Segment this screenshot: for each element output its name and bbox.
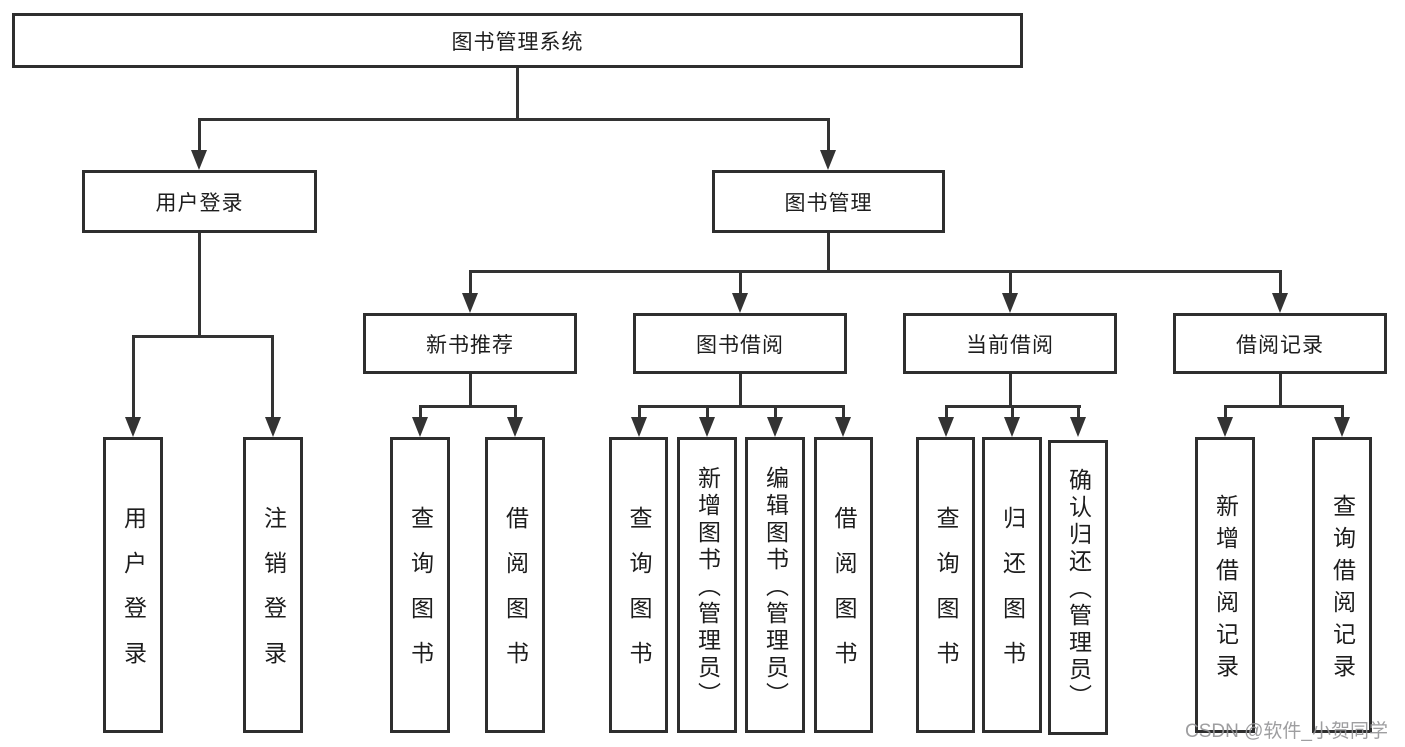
arrow-down-icon xyxy=(412,417,428,437)
arrow-down-icon xyxy=(732,293,748,313)
leaf-borrow-book-label: 借阅图书 xyxy=(831,506,857,686)
leaf-borrow-query-label: 查询图书 xyxy=(626,506,652,686)
node-user-login-label: 用户登录 xyxy=(155,191,244,215)
leaf-current-query-label: 查询图书 xyxy=(933,506,959,686)
connector-line xyxy=(1011,405,1014,419)
arrow-down-icon xyxy=(820,150,836,170)
node-current-borrow-label: 当前借阅 xyxy=(966,333,1054,357)
arrow-down-icon xyxy=(1004,417,1020,437)
connector-line xyxy=(945,405,948,419)
leaf-newbooks-query-label: 查询图书 xyxy=(407,506,434,686)
csdn-watermark: CSDN @软件_小贺同学 xyxy=(1185,721,1388,742)
node-new-books-label: 新书推荐 xyxy=(426,333,514,357)
connector-line xyxy=(132,335,274,338)
leaf-borrow-edit-admin: 编辑图书（管理员） xyxy=(745,437,805,733)
arrow-down-icon xyxy=(1272,293,1288,313)
leaf-newbooks-borrow: 借阅图书 xyxy=(485,437,545,733)
leaf-record-add-label: 新增借阅记录 xyxy=(1212,493,1239,686)
node-root-label: 图书管理系统 xyxy=(451,30,584,54)
leaf-newbooks-borrow-label: 借阅图书 xyxy=(502,506,529,686)
connector-line xyxy=(638,405,641,419)
node-user-login: 用户登录 xyxy=(82,170,317,233)
leaf-confirm-return-admin-label: 确认归还（管理员） xyxy=(1065,468,1092,711)
leaf-borrow-book: 借阅图书 xyxy=(814,437,873,733)
leaf-record-add: 新增借阅记录 xyxy=(1195,437,1255,733)
leaf-borrow-add-admin: 新增图书（管理员） xyxy=(677,437,737,733)
connector-line xyxy=(198,233,201,338)
arrow-down-icon xyxy=(767,417,783,437)
connector-line xyxy=(198,118,829,121)
arrow-down-icon xyxy=(1070,417,1086,437)
arrow-down-icon xyxy=(1217,417,1233,437)
connector-line xyxy=(469,270,1281,273)
leaf-confirm-return-admin: 确认归还（管理员） xyxy=(1048,440,1108,735)
connector-line xyxy=(469,374,472,408)
arrow-down-icon xyxy=(1002,293,1018,313)
connector-line xyxy=(739,270,742,295)
connector-line xyxy=(419,405,422,419)
leaf-logout: 注销登录 xyxy=(243,437,303,733)
arrow-down-icon xyxy=(938,417,954,437)
leaf-user-login-label: 用户登录 xyxy=(120,506,147,686)
connector-line xyxy=(1224,405,1344,408)
node-current-borrow: 当前借阅 xyxy=(903,313,1117,374)
connector-line xyxy=(1341,405,1344,419)
connector-line xyxy=(739,374,742,408)
leaf-borrow-query: 查询图书 xyxy=(609,437,668,733)
connector-line xyxy=(132,335,135,419)
arrow-down-icon xyxy=(462,293,478,313)
node-book-manage-label: 图书管理 xyxy=(784,191,873,215)
connector-line xyxy=(1077,405,1080,419)
connector-line xyxy=(514,405,517,419)
connector-line xyxy=(638,405,845,408)
leaf-return-book-label: 归还图书 xyxy=(999,506,1026,686)
arrow-down-icon xyxy=(631,417,647,437)
node-borrow-records: 借阅记录 xyxy=(1173,313,1387,374)
leaf-borrow-edit-admin-label: 编辑图书（管理员） xyxy=(762,465,789,709)
connector-line xyxy=(827,233,830,273)
node-book-manage: 图书管理 xyxy=(712,170,945,233)
leaf-record-query-label: 查询借阅记录 xyxy=(1329,493,1356,686)
connector-line xyxy=(842,405,845,419)
node-book-borrow: 图书借阅 xyxy=(633,313,847,374)
connector-line xyxy=(1009,270,1012,295)
connector-line xyxy=(198,118,201,152)
connector-line xyxy=(1009,374,1012,408)
connector-line xyxy=(271,335,274,419)
arrow-down-icon xyxy=(507,417,523,437)
leaf-user-login: 用户登录 xyxy=(103,437,163,733)
node-new-books: 新书推荐 xyxy=(363,313,577,374)
node-root: 图书管理系统 xyxy=(12,13,1023,68)
leaf-return-book: 归还图书 xyxy=(982,437,1042,733)
connector-line xyxy=(827,118,830,152)
connector-line xyxy=(1224,405,1227,419)
node-book-borrow-label: 图书借阅 xyxy=(696,333,784,357)
arrow-down-icon xyxy=(835,417,851,437)
connector-line xyxy=(516,68,519,121)
arrow-down-icon xyxy=(125,417,141,437)
leaf-current-query: 查询图书 xyxy=(916,437,975,733)
arrow-down-icon xyxy=(265,417,281,437)
arrow-down-icon xyxy=(191,150,207,170)
leaf-logout-label: 注销登录 xyxy=(260,506,287,686)
connector-line xyxy=(469,270,472,295)
arrow-down-icon xyxy=(1334,417,1350,437)
leaf-newbooks-query: 查询图书 xyxy=(390,437,450,733)
connector-line xyxy=(774,405,777,419)
connector-line xyxy=(1279,270,1282,295)
arrow-down-icon xyxy=(699,417,715,437)
connector-line xyxy=(1279,374,1282,408)
connector-line xyxy=(419,405,517,408)
leaf-borrow-add-admin-label: 新增图书（管理员） xyxy=(694,465,721,709)
connector-line xyxy=(706,405,709,419)
leaf-record-query: 查询借阅记录 xyxy=(1312,437,1372,733)
node-borrow-records-label: 借阅记录 xyxy=(1236,333,1324,357)
